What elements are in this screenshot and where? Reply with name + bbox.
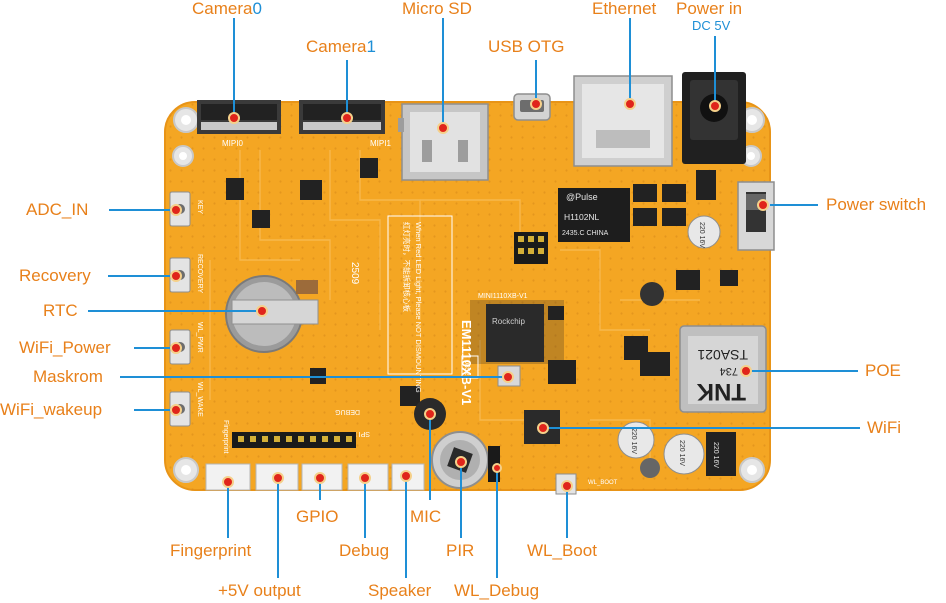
label-power-switch: Power switch (826, 195, 927, 214)
marker-dots (170, 98, 769, 492)
label-rtc: RTC (43, 301, 78, 320)
label-maskrom: Maskrom (33, 367, 103, 386)
cap-label-3: 220 16V (678, 440, 685, 466)
small-ics (226, 158, 738, 406)
microsd-slot (398, 103, 489, 181)
silk-mipi1: MIPI1 (370, 139, 391, 148)
label-fingerprint: Fingerprint (170, 541, 252, 560)
label-camera0: Camera0 (192, 0, 262, 18)
label-adc-in: ADC_IN (26, 200, 89, 219)
core-module: Rockchip MINI1110XB-V1 (470, 293, 564, 364)
transformer-code: 2435.C CHINA (562, 230, 609, 237)
label-power-in: Power in (676, 0, 743, 18)
camera0-connector (197, 100, 281, 134)
label-wifi-wakeup: WiFi_wakeup (0, 400, 103, 419)
label-wifi-power: WiFi_Power (19, 338, 111, 357)
silk-wl-boot: WL_BOOT (588, 480, 618, 486)
silk-fingerprint: Fingerprint (222, 420, 229, 454)
pcb: MIPI0 MIPI1 (164, 72, 775, 495)
label-wl-boot: WL_Boot (527, 541, 597, 560)
label-camera1: Camera1 (306, 37, 376, 56)
spi-lcd-header (232, 432, 356, 448)
label-gpio: GPIO (296, 507, 339, 526)
leader-lines (88, 18, 860, 578)
capacitors (617, 215, 736, 478)
power-switch (737, 181, 775, 251)
poe-num: 734 (720, 365, 738, 377)
silk-warning-en: When Red LED Light, Please NOT DISMOUNTI… (414, 222, 423, 393)
silk-spi-lcd: SPI LCD (343, 430, 370, 437)
cap-label-4: 220 16V (712, 442, 719, 468)
cap-label-1: 220 16V (698, 222, 705, 248)
transformer-brand: @Pulse (566, 192, 598, 202)
silk-recovery: RECOVERY (196, 254, 203, 293)
label-micro-sd: Micro SD (402, 0, 472, 18)
label-mic: MIC (410, 507, 442, 526)
label-speaker: Speaker (368, 581, 432, 600)
silk-num: 2509 (349, 262, 360, 285)
silk-wl-wake: WL_WAKE (196, 382, 203, 417)
label-recovery: Recovery (19, 266, 91, 285)
silk-mipi0: MIPI0 (222, 139, 243, 148)
silk-model: EM1110XB-V1 (459, 320, 474, 405)
mounting-holes (172, 107, 765, 483)
poe-module: TSA021 734 TNK (679, 325, 767, 413)
ethernet-jack (573, 75, 673, 167)
cap-label-2: 220 16V (630, 428, 637, 454)
silk-key: KEY (196, 200, 203, 214)
silk-warning-cn: 红灯亮时，不能拆卸核心板 (402, 222, 412, 312)
silk-debug: DEBUG (335, 408, 360, 415)
label-usb-otg: USB OTG (488, 37, 565, 56)
poe-part: TSA021 (697, 347, 748, 363)
label-dc-5v: DC 5V (692, 18, 731, 33)
label-poe: POE (865, 361, 901, 380)
label-wifi: WiFi (867, 418, 901, 437)
silk-wl-pwr: WL_PWR (196, 322, 203, 353)
silk-chip: MINI1110XB-V1 (478, 293, 528, 300)
label-wl-debug: WL_Debug (454, 581, 540, 600)
transformer-part: H1102NL (564, 212, 600, 222)
label-debug: Debug (339, 541, 390, 560)
poe-brand: TNK (696, 378, 746, 405)
jtag-header (514, 232, 548, 264)
silk-rev: 0352 (463, 360, 470, 376)
soc-brand: Rockchip (492, 317, 525, 326)
pulse-transformer: @Pulse H1102NL 2435.C CHINA (558, 188, 630, 242)
label-5v-output: +5V output (218, 581, 301, 600)
label-pir: PIR (446, 541, 475, 560)
label-ethernet: Ethernet (592, 0, 657, 18)
